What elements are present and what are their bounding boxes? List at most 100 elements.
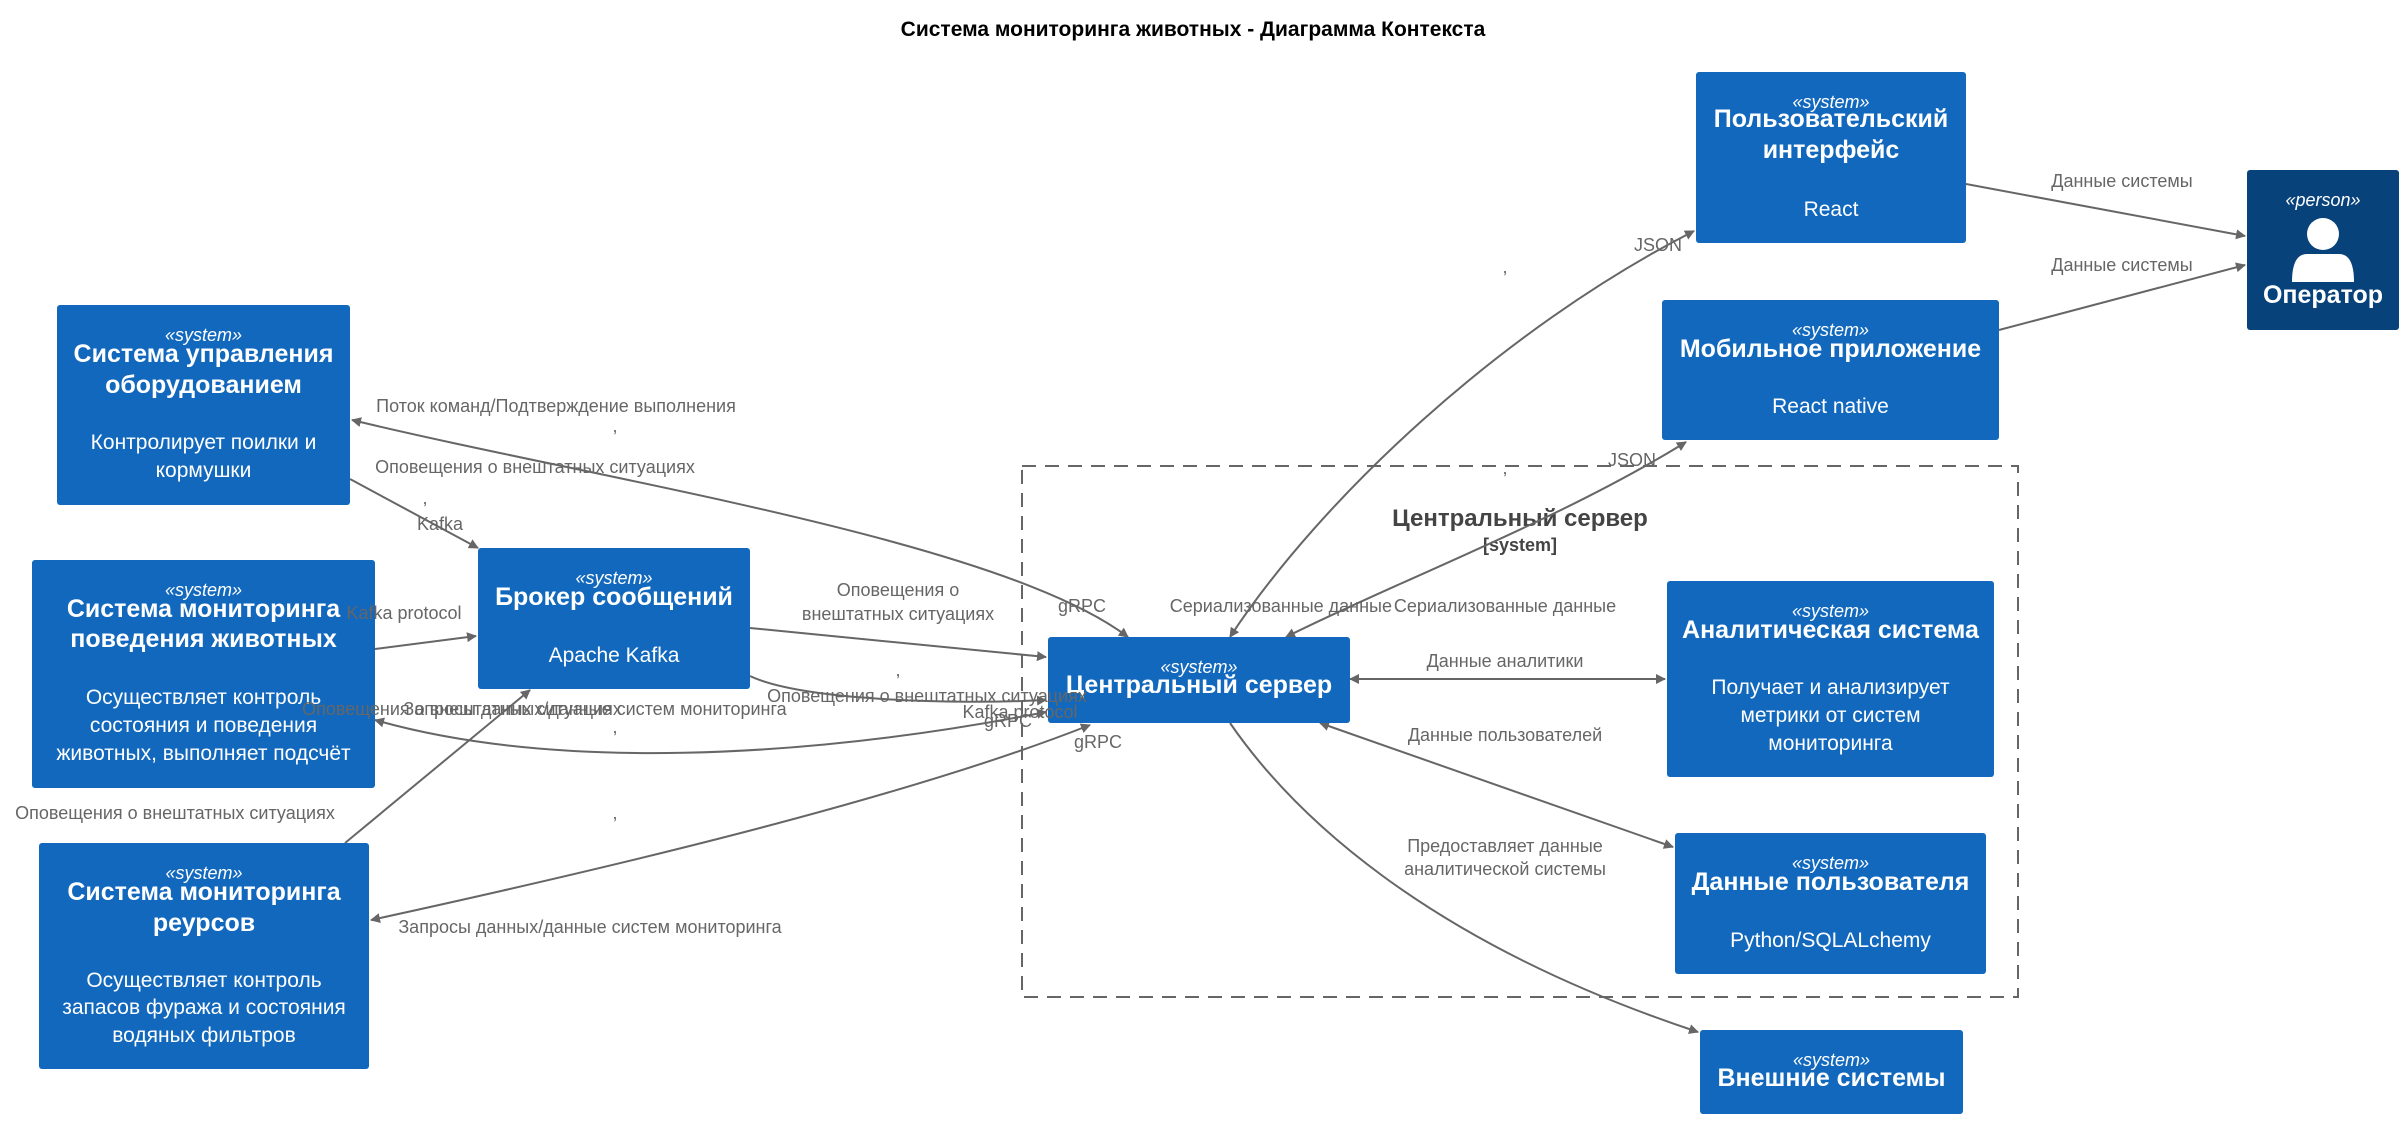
relationships bbox=[344, 183, 2246, 1034]
relationship-label: Оповещения о bbox=[837, 580, 960, 600]
stereotype-label: «system» bbox=[575, 568, 652, 588]
relationship-label: gRPC bbox=[984, 711, 1032, 731]
element-description: состояния и поведения bbox=[90, 714, 317, 737]
element-name: реурсов bbox=[153, 909, 255, 937]
element-box bbox=[1700, 1030, 1963, 1114]
relationship-label: Сериализованные данные bbox=[1394, 596, 1616, 616]
element-description: Контролирует поилки и bbox=[91, 431, 317, 454]
system-resources[interactable]: «system»Система мониторинга реурсовОсущес… bbox=[39, 843, 369, 1069]
element-description: запасов фуража и состояния bbox=[62, 996, 346, 1019]
relationship-central-external bbox=[1229, 722, 1699, 1034]
element-box bbox=[39, 843, 369, 1069]
element-name: Пользовательский bbox=[1714, 105, 1948, 133]
person-icon bbox=[2292, 218, 2354, 282]
relationship-label: gRPC bbox=[1058, 596, 1106, 616]
relationship-label: Предоставляет данные bbox=[1407, 836, 1603, 856]
relationship-label: Оповещения о внештатных ситуациях bbox=[15, 803, 335, 823]
element-name: поведения животных bbox=[70, 625, 337, 653]
relationship-label: , bbox=[612, 416, 617, 436]
element-description: кормушки bbox=[156, 459, 252, 482]
stereotype-label: «system» bbox=[1160, 657, 1237, 677]
person-operator[interactable]: «person» Оператор bbox=[2247, 170, 2399, 330]
element-description: Apache Kafka bbox=[549, 644, 680, 667]
relationship-central-ui bbox=[1229, 230, 1695, 638]
element-name: Брокер сообщений bbox=[495, 583, 733, 611]
relationship-label: Kafka protocol bbox=[346, 603, 461, 623]
relationship-label: Оповещения о внештатных ситуациях bbox=[767, 686, 1087, 706]
diagram-title: Система мониторинга животных - Диаграмма… bbox=[901, 18, 1486, 41]
relationship-label: Данные системы bbox=[2051, 171, 2192, 191]
boundary-type: [system] bbox=[1483, 535, 1557, 555]
relationship-label: Запросы данных/данные систем мониторинга bbox=[403, 699, 787, 719]
system-external[interactable]: «system»Внешние системы bbox=[1700, 1030, 1963, 1114]
relationship-label: аналитической системы bbox=[1404, 859, 1606, 879]
relationship-label: JSON bbox=[1608, 450, 1656, 470]
relationship-label: Сериализованные данные bbox=[1170, 596, 1392, 616]
stereotype-label: «system» bbox=[1792, 320, 1869, 340]
stereotype-label: «system» bbox=[165, 863, 242, 883]
relationship-behavior-broker bbox=[374, 632, 477, 650]
element-name: Оператор bbox=[2263, 281, 2383, 309]
relationship-label: , bbox=[612, 717, 617, 737]
element-box bbox=[32, 560, 375, 788]
relationship-label: Оповещения о внештатных ситуациях bbox=[302, 699, 622, 719]
relationship-mobile-operator bbox=[1998, 262, 2246, 331]
stereotype-label: «system» bbox=[1792, 601, 1869, 621]
element-name: Система мониторинга bbox=[67, 878, 341, 906]
relationship-label: , bbox=[422, 488, 427, 508]
element-description: водяных фильтров bbox=[112, 1024, 295, 1047]
boundary-title: Центральный сервер bbox=[1392, 505, 1648, 532]
relationship-equip-broker bbox=[349, 478, 479, 549]
relationship-label: Kafka protocol bbox=[962, 702, 1077, 722]
stereotype-label: «system» bbox=[165, 325, 242, 345]
relationship-ui-operator bbox=[1965, 183, 2246, 240]
element-description: Осуществляет контроль bbox=[86, 969, 321, 992]
element-name: Внешние системы bbox=[1717, 1064, 1945, 1092]
relationship-label: Запросы данных/данные систем мониторинга bbox=[398, 917, 782, 937]
system-central[interactable]: «system»Центральный сервер bbox=[1048, 637, 1350, 723]
relationship-label: Поток команд/Подтверждение выполнения bbox=[376, 396, 736, 416]
element-name: Система управления bbox=[74, 340, 334, 368]
relationship-label: Данные аналитики bbox=[1427, 651, 1584, 671]
element-name: интерфейс bbox=[1763, 136, 1900, 164]
element-description: животных, выполняет подсчёт bbox=[56, 742, 351, 765]
element-box bbox=[1667, 581, 1994, 777]
element-description: React native bbox=[1772, 395, 1889, 418]
relationship-label: , bbox=[1502, 458, 1507, 478]
element-name: Центральный сервер bbox=[1066, 671, 1332, 699]
stereotype-label: «system» bbox=[1792, 92, 1869, 112]
relationship-label: , bbox=[612, 803, 617, 823]
system-userdata[interactable]: «system»Данные пользователяPython/SQLALc… bbox=[1675, 833, 1986, 974]
relationship-label: Оповещения о внештатных ситуациях bbox=[375, 457, 695, 477]
relationship-central-mobile bbox=[1285, 441, 1687, 638]
element-name: Система мониторинга bbox=[67, 595, 341, 623]
stereotype-label: «system» bbox=[165, 580, 242, 600]
relationship-broker-central-2 bbox=[749, 675, 1047, 706]
relationship-label: , bbox=[895, 660, 900, 680]
system-equip[interactable]: «system»Система управления оборудованиемК… bbox=[57, 305, 350, 505]
relationship-label: , bbox=[1502, 257, 1507, 277]
element-box bbox=[1675, 833, 1986, 974]
element-name: Данные пользователя bbox=[1692, 868, 1970, 896]
element-description: метрики от систем bbox=[1740, 704, 1920, 727]
element-box bbox=[57, 305, 350, 505]
relationship-label: Kafka bbox=[417, 514, 464, 534]
relationship-equip-central bbox=[351, 417, 1129, 638]
element-box bbox=[1048, 637, 1350, 723]
stereotype-label: «person» bbox=[2285, 190, 2360, 210]
element-name: Аналитическая система bbox=[1682, 616, 1980, 644]
relationship-label: JSON bbox=[1634, 235, 1682, 255]
stereotype-label: «system» bbox=[1793, 1050, 1870, 1070]
element-name: оборудованием bbox=[105, 371, 302, 399]
element-description: Осуществляет контроль bbox=[86, 686, 321, 709]
relationship-label: Данные пользователей bbox=[1408, 725, 1602, 745]
elements: «system»ПользовательскийинтерфейсReact«p… bbox=[32, 72, 2399, 1114]
element-box bbox=[1662, 300, 1999, 440]
element-description: мониторинга bbox=[1768, 732, 1893, 755]
